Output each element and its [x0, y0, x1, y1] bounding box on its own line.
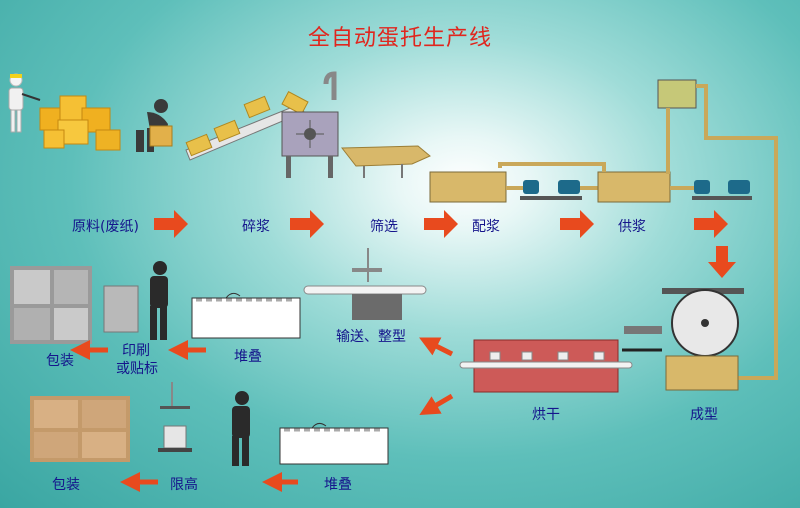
arrow-right-1 — [154, 210, 188, 238]
label-labeling: 或贴标 — [116, 361, 158, 377]
pump-1-icon — [506, 180, 598, 200]
worker-carrying-box-icon — [136, 99, 173, 152]
label-raw-material: 原料(废纸) — [72, 219, 139, 235]
label-pulping: 碎浆 — [242, 219, 270, 235]
forming-machine — [622, 288, 744, 391]
arrow-to-stacking-2 — [419, 393, 454, 416]
flow-arrows — [154, 210, 736, 278]
label-height-limit: 限高 — [170, 477, 198, 493]
arrow-right-4 — [560, 210, 594, 238]
worker-stacking-2-icon — [232, 391, 250, 466]
paper-bales-icon — [39, 95, 121, 151]
header-tank — [657, 79, 778, 380]
worker-with-scanner-icon — [8, 73, 41, 133]
label-packaging-1: 包装 — [46, 353, 74, 369]
inclined-conveyor — [185, 90, 309, 161]
pump-2-icon — [670, 180, 752, 200]
label-supply: 供浆 — [618, 219, 646, 235]
supply-tank — [498, 162, 671, 203]
pulper-machine — [281, 71, 339, 178]
arrow-right-2 — [290, 210, 324, 238]
label-forming: 成型 — [690, 407, 718, 423]
label-mixing: 配浆 — [472, 219, 500, 235]
height-limit-stack-icon — [158, 382, 192, 452]
arrow-right-5 — [694, 210, 728, 238]
mixing-tank — [429, 171, 507, 203]
label-stacking-2: 堆叠 — [324, 477, 352, 493]
label-packaging-2: 包装 — [52, 477, 80, 493]
stacking-table-2 — [279, 422, 389, 465]
label-drying: 烘干 — [532, 407, 560, 423]
egg-trays-photo-1 — [10, 266, 92, 344]
label-printing: 印刷 — [122, 343, 150, 359]
stacking-table-1 — [191, 292, 301, 339]
small-flow-arrows — [70, 337, 454, 492]
label-screening: 筛选 — [370, 219, 398, 235]
dryer — [459, 339, 633, 393]
screening-tray — [340, 145, 431, 178]
cartons-photo — [30, 396, 130, 462]
arrow-to-conveying — [419, 337, 454, 357]
shaping-conveyor — [303, 248, 427, 320]
label-conveying: 输送、整型 — [336, 329, 406, 345]
arrow-right-3 — [424, 210, 458, 238]
printed-trays-icon — [103, 285, 139, 333]
label-stacking-1: 堆叠 — [234, 349, 262, 365]
page-title: 全自动蛋托生产线 — [307, 26, 492, 51]
worker-stacking-1-icon — [150, 261, 168, 340]
arrow-down — [708, 246, 736, 278]
